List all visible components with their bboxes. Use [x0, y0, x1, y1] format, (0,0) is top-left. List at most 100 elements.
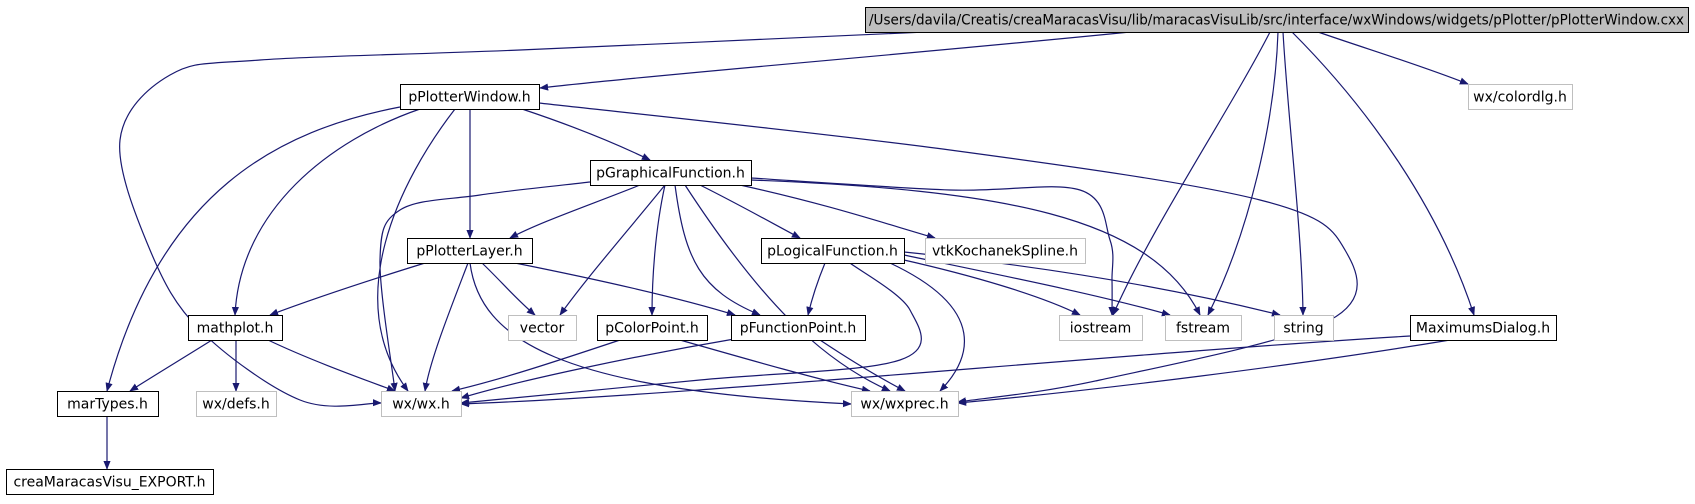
edge-pGraphicalFunction_h-to-pColorPoint_h [648, 184, 666, 316]
node-pFunctionPoint_h[interactable]: pFunctionPoint.h [731, 315, 866, 341]
node-pPlotterWindow_h[interactable]: pPlotterWindow.h [400, 84, 540, 110]
node-label-pFunctionPoint_h: pFunctionPoint.h [740, 321, 857, 337]
edge-pPlotterWindow_h-to-mathplot_h [231, 108, 421, 316]
edge-pGraphicalFunction_h-to-vtkKochanekSpline_h [739, 184, 936, 240]
edge-pPlotterWindow_h-to-marTypes_h [105, 106, 401, 392]
edge-pPlotterWindow_h-to-wx_wx_h [377, 108, 456, 392]
node-box-MaximumsDialog_h [1410, 315, 1557, 341]
edges-layer [103, 31, 1475, 470]
node-vector: vector [508, 315, 577, 341]
node-wx_wx_h: wx/wx.h [381, 391, 462, 417]
edge-pLogicalFunction_h-to-pFunctionPoint_h [806, 262, 826, 316]
node-label-wx_wx_h: wx/wx.h [392, 397, 450, 413]
node-pLogicalFunction_h[interactable]: pLogicalFunction.h [761, 238, 905, 264]
node-wx_wxprec_h: wx/wxprec.h [851, 391, 959, 417]
edge-pGraphicalFunction_h-to-pFunctionPoint_h [674, 184, 761, 316]
edge-mathplot_h-to-marTypes_h [129, 339, 213, 392]
edge-pGraphicalFunction_h-to-fstream [750, 179, 1201, 316]
node-label-vtkKochanekSpline_h: vtkKochanekSpline.h [932, 244, 1078, 260]
node-label-pColorPoint_h: pColorPoint.h [605, 321, 699, 337]
node-label-wx_colordlg_h: wx/colordlg.h [1473, 90, 1567, 106]
edge-pLogicalFunction_h-to-iostream [903, 259, 1081, 316]
nodes-layer: /Users/davila/Creatis/creaMaracasVisu/li… [6, 7, 1689, 495]
node-fstream: fstream [1165, 315, 1242, 341]
edge-root-to-string [1282, 31, 1307, 316]
edge-pFunctionPoint_h-to-wx_wx_h [460, 337, 741, 400]
node-root[interactable]: /Users/davila/Creatis/creaMaracasVisu/li… [865, 7, 1689, 33]
edge-pFunctionPoint_h-to-wx_wxprec_h [819, 339, 906, 392]
node-box-marTypes_h [57, 391, 159, 417]
node-pPlotterLayer_h[interactable]: pPlotterLayer.h [407, 238, 533, 264]
edge-pPlotterLayer_h-to-vector [481, 262, 536, 316]
edge-pLogicalFunction_h-to-wx_wxprec_h [889, 262, 965, 392]
edge-pPlotterLayer_h-to-pFunctionPoint_h [514, 262, 736, 317]
node-label-pPlotterLayer_h: pPlotterLayer.h [416, 244, 522, 260]
node-label-MaximumsDialog_h: MaximumsDialog.h [1416, 321, 1550, 337]
node-pGraphicalFunction_h[interactable]: pGraphicalFunction.h [590, 160, 752, 186]
edge-pColorPoint_h-to-wx_wx_h [451, 339, 621, 393]
node-box-wx_wx_h [381, 391, 462, 417]
node-box-mathplot_h [188, 315, 283, 341]
node-box-wx_colordlg_h [1468, 84, 1573, 110]
edge-pGraphicalFunction_h-to-pPlotterLayer_h [509, 184, 641, 239]
edge-pGraphicalFunction_h-to-pLogicalFunction_h [699, 184, 801, 239]
node-box-wx_defs_h [196, 391, 277, 417]
edge-pGraphicalFunction_h-to-wx_wx_h [379, 181, 591, 392]
node-marTypes_h[interactable]: marTypes.h [57, 391, 159, 417]
node-wx_colordlg_h: wx/colordlg.h [1468, 84, 1573, 110]
edge-pPlotterLayer_h-to-wx_wx_h [422, 262, 469, 392]
node-box-pGraphicalFunction_h [590, 160, 752, 186]
node-label-pGraphicalFunction_h: pGraphicalFunction.h [596, 166, 745, 182]
node-box-creaMaracasVisu_EXPORT_h [6, 469, 214, 495]
node-wx_defs_h: wx/defs.h [196, 391, 277, 417]
node-label-fstream: fstream [1176, 321, 1230, 337]
node-box-pPlotterWindow_h [400, 84, 540, 110]
node-iostream: iostream [1059, 315, 1143, 341]
node-label-iostream: iostream [1070, 321, 1132, 337]
node-label-marTypes_h: marTypes.h [67, 397, 148, 413]
node-label-vector: vector [520, 321, 565, 337]
edge-root-to-iostream [1112, 31, 1271, 316]
edge-pColorPoint_h-to-wx_wxprec_h [679, 339, 871, 393]
edge-pGraphicalFunction_h-to-vector [559, 184, 666, 316]
edge-MaximumsDialog_h-to-wx_wxprec_h [957, 339, 1451, 406]
node-box-pFunctionPoint_h [731, 315, 866, 341]
node-box-pColorPoint_h [597, 315, 708, 341]
edge-root-to-wx_colordlg_h [1317, 31, 1469, 85]
edge-mathplot_h-to-wx_wx_h [267, 339, 396, 392]
edge-pPlotterLayer_h-to-mathplot_h [269, 262, 426, 316]
node-label-root: /Users/davila/Creatis/creaMaracasVisu/li… [869, 13, 1684, 29]
node-label-pPlotterWindow_h: pPlotterWindow.h [408, 90, 530, 106]
node-box-pPlotterLayer_h [407, 238, 533, 264]
edge-pPlotterWindow_h-to-wx_wxprec_h [538, 102, 1358, 405]
node-box-root [865, 7, 1689, 33]
node-box-string [1274, 315, 1334, 341]
edge-root-to-fstream [1207, 31, 1279, 316]
node-box-fstream [1165, 315, 1242, 341]
node-label-mathplot_h: mathplot.h [197, 321, 274, 337]
edge-pLogicalFunction_h-to-wx_wx_h [460, 262, 922, 406]
node-label-wx_wxprec_h: wx/wxprec.h [860, 397, 948, 413]
node-label-pLogicalFunction_h: pLogicalFunction.h [767, 244, 898, 260]
edge-pPlotterLayer_h-to-wx_wxprec_h [469, 262, 852, 408]
edge-root-to-pPlotterWindow_h [539, 31, 1131, 91]
node-creaMaracasVisu_EXPORT_h[interactable]: creaMaracasVisu_EXPORT.h [6, 469, 214, 495]
node-box-vector [508, 315, 577, 341]
node-box-pLogicalFunction_h [761, 238, 905, 264]
node-label-string: string [1283, 321, 1323, 337]
edge-MaximumsDialog_h-to-wx_wx_h [460, 335, 1411, 408]
node-MaximumsDialog_h[interactable]: MaximumsDialog.h [1410, 315, 1557, 341]
edge-pPlotterWindow_h-to-pGraphicalFunction_h [521, 108, 651, 161]
node-mathplot_h[interactable]: mathplot.h [188, 315, 283, 341]
node-label-wx_defs_h: wx/defs.h [202, 397, 270, 413]
node-string: string [1274, 315, 1334, 341]
node-label-creaMaracasVisu_EXPORT_h: creaMaracasVisu_EXPORT.h [13, 475, 205, 491]
edge-root-to-MaximumsDialog_h [1291, 31, 1475, 316]
node-box-wx_wxprec_h [851, 391, 959, 417]
node-box-vtkKochanekSpline_h [925, 238, 1086, 264]
node-pColorPoint_h[interactable]: pColorPoint.h [597, 315, 708, 341]
edge-root-to-wx_wx_h [119, 31, 926, 407]
node-vtkKochanekSpline_h: vtkKochanekSpline.h [925, 238, 1086, 264]
node-box-iostream [1059, 315, 1143, 341]
